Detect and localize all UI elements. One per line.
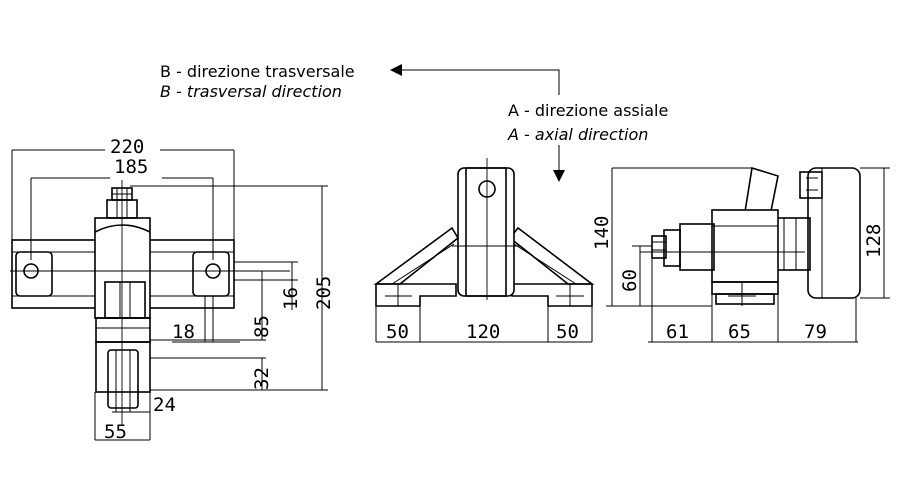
slot-right (192, 251, 230, 297)
dim-total-height: 205 (313, 276, 335, 310)
caption-a-english: A - axial direction (507, 125, 648, 144)
caption-a-italian: A - direzione assiale (508, 101, 668, 120)
dim-hole-spacing: 185 (114, 156, 148, 178)
dim-height-60: 60 (619, 269, 641, 292)
dim-height-128: 128 (863, 224, 885, 258)
arrow-b-head (390, 64, 402, 76)
dim-base-height: 16 (280, 287, 302, 310)
dim-hole-offset: 18 (172, 321, 195, 343)
dim-length-61: 61 (666, 321, 689, 343)
main-body (711, 209, 779, 283)
end-nut (651, 235, 667, 259)
dim-roller-height: 32 (251, 367, 273, 390)
dim-length-65: 65 (728, 321, 751, 343)
dim-length-79: 79 (804, 321, 827, 343)
dim-centre-height: 85 (251, 315, 273, 338)
hub (775, 217, 811, 271)
middle-view: 50 120 50 (373, 158, 595, 343)
right-leg (508, 226, 595, 285)
dim-height-140: 140 (591, 216, 613, 250)
arrow-a-head (553, 170, 565, 182)
dim-base-span: 120 (466, 321, 500, 343)
direction-arrows (390, 64, 565, 182)
caption-b-english: B - trasversal direction (160, 82, 342, 101)
caption-b-italian: B - direzione trasversale (160, 62, 355, 81)
dim-left-foot: 50 (386, 321, 409, 343)
right-view: 140 60 128 61 65 79 (591, 166, 890, 343)
shaft (679, 223, 715, 271)
dim-roller-width: 24 (153, 394, 176, 416)
slot-left (15, 251, 53, 297)
caption-group: B - direzione trasversale B - trasversal… (160, 62, 668, 144)
lower-fork (95, 317, 151, 343)
left-view: 220 185 205 16 85 32 18 24 (10, 136, 335, 443)
dim-bracket-width: 55 (104, 421, 127, 443)
roller (107, 349, 139, 409)
central-body (94, 217, 151, 319)
dim-right-foot: 50 (556, 321, 579, 343)
drum (807, 167, 861, 299)
arrow-b-line (398, 69, 560, 95)
dim-overall-width: 220 (110, 136, 144, 158)
left-leg (373, 226, 460, 285)
